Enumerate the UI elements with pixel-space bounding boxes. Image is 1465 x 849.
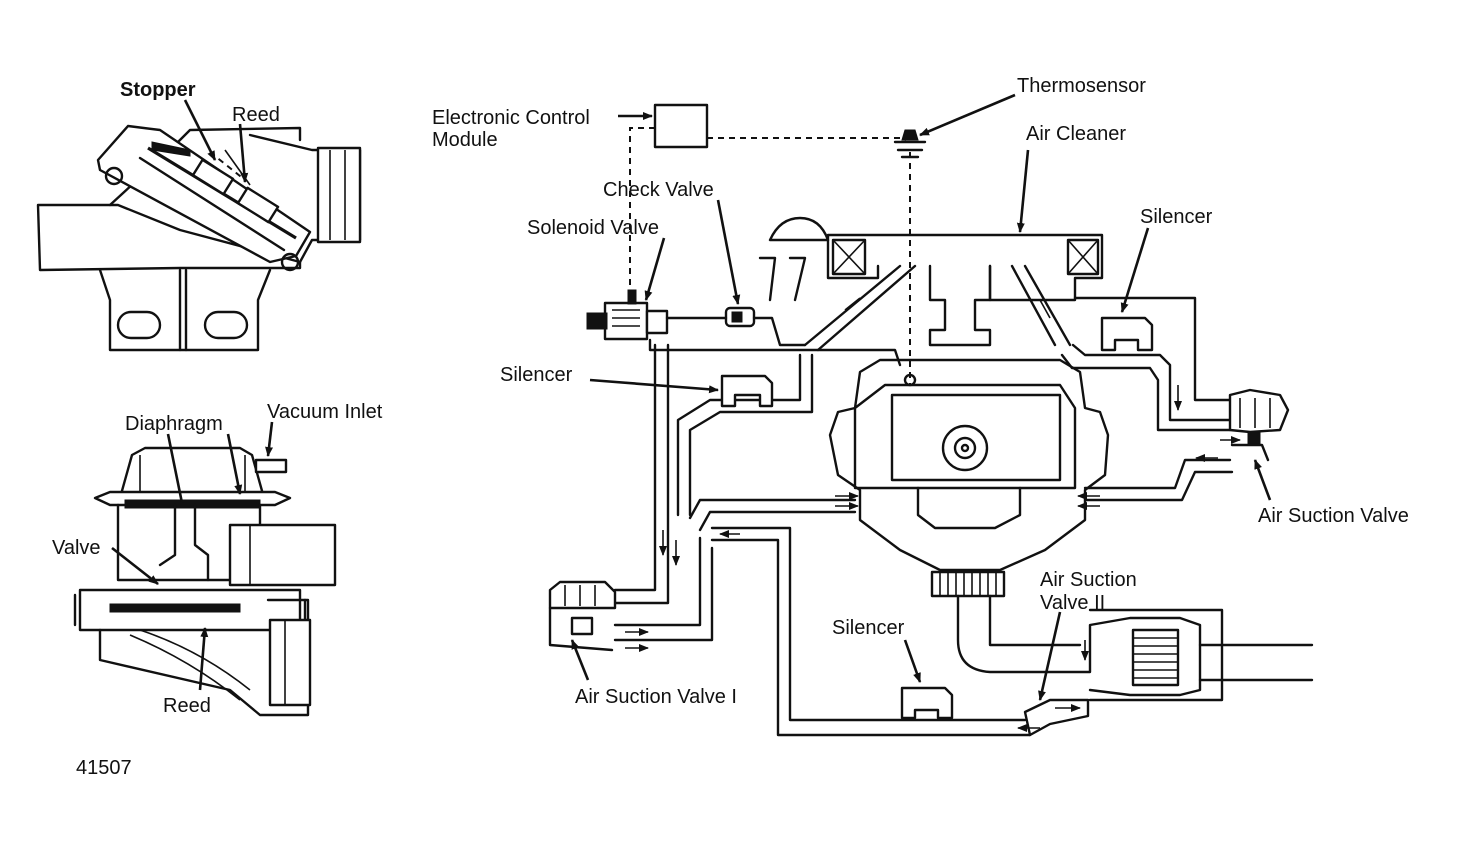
ecm-thermo-wire — [707, 137, 907, 141]
label-silencer-bottom: Silencer — [832, 617, 905, 639]
figure-number: 41507 — [76, 757, 132, 779]
label-valve: Valve — [52, 537, 101, 559]
thermosensor-leader — [919, 93, 1016, 137]
air-suction-valve-2-leader — [1038, 611, 1062, 701]
label-vacuum-inlet: Vacuum Inlet — [267, 401, 383, 423]
label-air-suction-valve: Air Suction Valve — [1258, 505, 1409, 527]
silencer-bottom-leader — [903, 639, 922, 683]
air-cleaner-assembly — [758, 216, 1104, 352]
reed-top-leader — [238, 123, 249, 183]
air-suction-valve-2 — [1023, 698, 1090, 737]
label-reed-top: Reed — [232, 104, 280, 126]
label-air-suction-valve-1: Air Suction Valve I — [575, 686, 737, 708]
air-suction-valve-right — [1228, 388, 1290, 462]
silencer-left-leader — [589, 378, 719, 394]
label-ecm-line1: Electronic Control — [432, 107, 590, 129]
air-cleaner-leader — [1016, 149, 1030, 233]
silencer-right-symbol — [1100, 316, 1154, 352]
label-air-cleaner: Air Cleaner — [1026, 123, 1126, 145]
label-silencer-right: Silencer — [1140, 206, 1213, 228]
ecm-box — [653, 103, 709, 149]
solenoid-leader — [644, 237, 666, 301]
air-suction-valve-1 — [548, 580, 617, 652]
thermosensor-symbol — [893, 129, 927, 159]
diaphragm-valve-section — [73, 446, 337, 717]
air-suction-valve-1-leader — [570, 639, 590, 681]
reed-bottom-leader — [198, 627, 209, 691]
label-ecm-line2: Module — [432, 129, 498, 151]
check-valve — [724, 306, 756, 328]
label-air-suction-valve-2-line2: Valve II — [1040, 592, 1105, 614]
label-air-suction-valve-2-line1: Air Suction — [1040, 569, 1137, 591]
reed-valve-section — [36, 124, 362, 352]
air-suction-valve-leader — [1253, 459, 1272, 501]
flow-arrows — [625, 385, 1241, 732]
stopper-leader — [183, 99, 217, 161]
ecm-solenoid-wire — [629, 127, 655, 300]
diaphragm-leader-2 — [226, 433, 243, 495]
hoses — [613, 296, 1234, 737]
check-valve-leader — [716, 199, 741, 305]
diaphragm-leader-1 — [166, 433, 184, 504]
label-diaphragm: Diaphragm — [125, 413, 223, 435]
silencer-bottom-symbol — [900, 686, 954, 720]
label-stopper: Stopper — [120, 79, 196, 101]
silencer-right-leader — [1120, 227, 1150, 313]
valve-leader — [111, 546, 159, 586]
vacuum-inlet-leader — [265, 421, 274, 457]
solenoid-valve — [586, 289, 669, 341]
label-solenoid-valve: Solenoid Valve — [527, 217, 659, 239]
label-reed-bottom: Reed — [163, 695, 211, 717]
silencer-left-symbol — [720, 374, 774, 408]
label-check-valve: Check Valve — [603, 179, 714, 201]
label-thermosensor: Thermosensor — [1017, 75, 1146, 97]
label-silencer-left: Silencer — [500, 364, 573, 386]
engine-block — [828, 358, 1314, 702]
